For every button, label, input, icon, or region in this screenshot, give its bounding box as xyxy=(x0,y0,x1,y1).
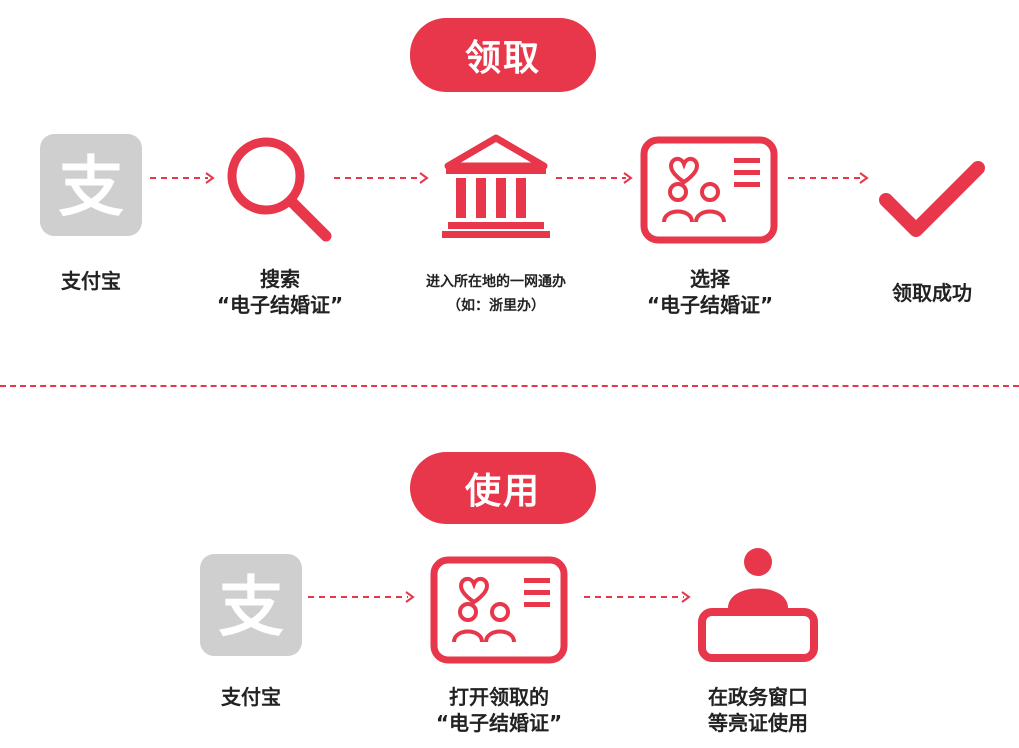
svg-text:支: 支 xyxy=(218,569,284,645)
flow-arrow xyxy=(584,590,692,604)
section-title-receive: 领取 xyxy=(410,18,596,92)
flow-arrow xyxy=(308,590,416,604)
service-counter-icon xyxy=(696,546,820,664)
section-title-use: 使用 xyxy=(410,452,596,524)
step-label-government-portal: 进入所在地的一网通办 （如：浙里办） xyxy=(426,274,566,314)
government-building-icon xyxy=(440,134,552,238)
step-label-success: 领取成功 xyxy=(892,281,972,305)
step-label-alipay: 支付宝 xyxy=(221,685,281,709)
marriage-certificate-icon xyxy=(430,556,568,664)
flow-arrow xyxy=(556,171,634,185)
flow-arrow xyxy=(150,171,216,185)
section-divider xyxy=(0,385,1019,387)
step-label-show-at-counter: 在政务窗口 等亮证使用 xyxy=(708,685,808,735)
step-label-select-certificate: 选择 “电子结婚证” xyxy=(646,267,774,317)
marriage-certificate-icon xyxy=(640,136,778,244)
alipay-icon: 支 xyxy=(200,554,302,656)
step-label-open-certificate: 打开领取的 “电子结婚证” xyxy=(435,685,563,735)
svg-text:支: 支 xyxy=(58,149,124,225)
step-label-alipay: 支付宝 xyxy=(61,269,121,293)
alipay-icon: 支 xyxy=(40,134,142,236)
flow-arrow xyxy=(788,171,870,185)
flow-arrow xyxy=(334,171,430,185)
checkmark-icon xyxy=(876,158,988,242)
search-icon xyxy=(222,132,334,244)
step-label-search: 搜索 “电子结婚证” xyxy=(216,267,344,317)
